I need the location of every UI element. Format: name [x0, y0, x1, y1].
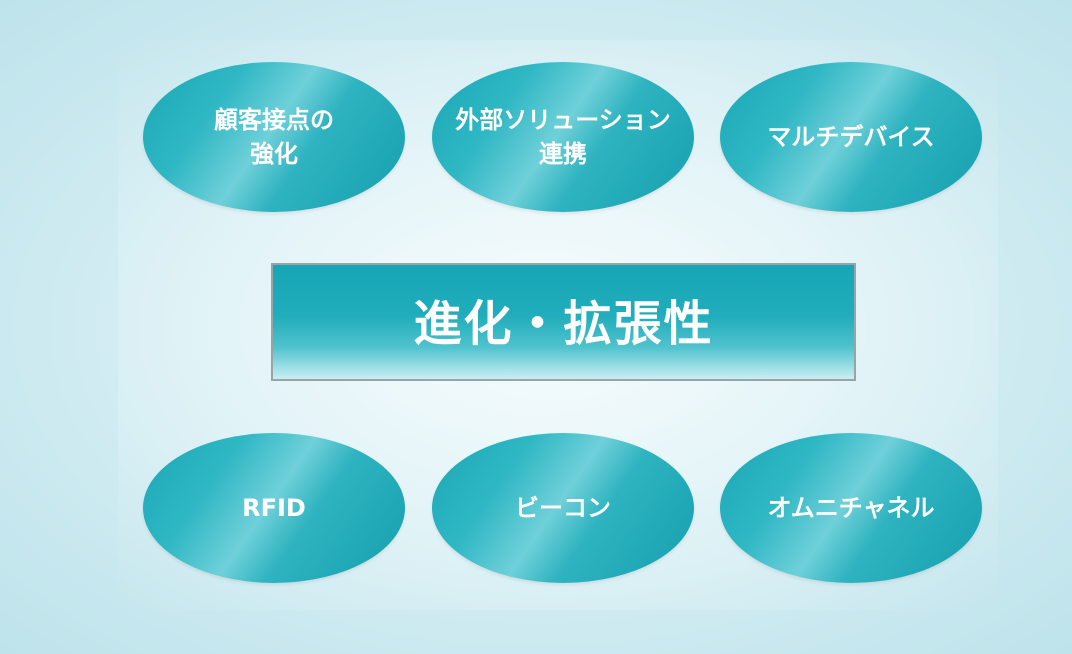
node-rfid: RFID	[143, 433, 405, 583]
center-box: 進化・拡張性	[271, 263, 856, 381]
node-label: 顧客接点の 強化	[214, 106, 334, 168]
node-label: マルチデバイス	[767, 123, 935, 151]
node-omnichannel: オムニチャネル	[720, 433, 982, 583]
node-label: ビーコン	[515, 494, 611, 522]
node-label: 外部ソリューション 連携	[455, 106, 671, 168]
node-multi-device: マルチデバイス	[720, 62, 982, 212]
node-label: オムニチャネル	[767, 494, 935, 522]
node-external-solutions: 外部ソリューション 連携	[432, 62, 694, 212]
node-label: RFID	[242, 494, 306, 522]
node-beacon: ビーコン	[432, 433, 694, 583]
center-label: 進化・拡張性	[413, 296, 714, 352]
node-customer-touchpoints: 顧客接点の 強化	[143, 62, 405, 212]
